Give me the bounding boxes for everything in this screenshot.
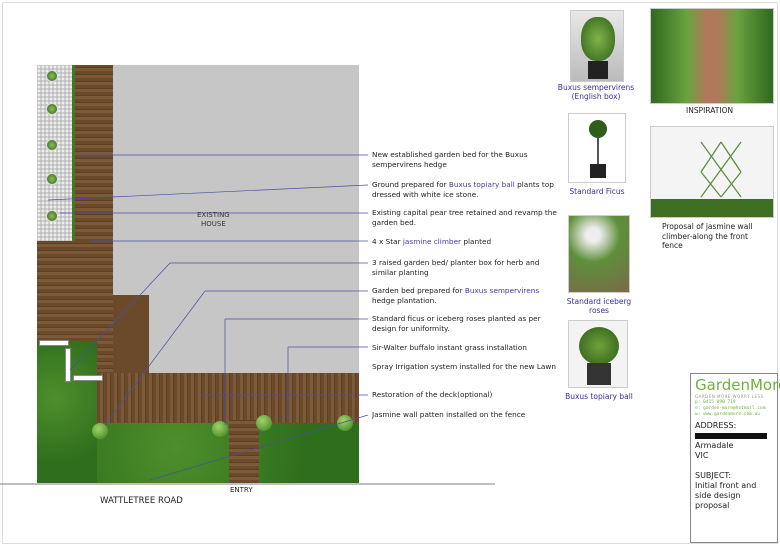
front-deck-left (37, 241, 115, 341)
planter-box (65, 348, 71, 382)
front-deck (97, 373, 359, 423)
note-item: Sir-Walter buffalo instant grass install… (372, 343, 562, 353)
note-text: New established garden bed for the Buxus… (372, 150, 528, 169)
standard-plant-icon (256, 415, 272, 431)
note-text: hedge plantation. (372, 295, 437, 305)
iceberg-roses-photo (568, 215, 630, 293)
standard-ficus-photo (568, 113, 626, 183)
title-block: GardenMore GARDEN MORE WORRY LESS p: 041… (690, 373, 780, 543)
inspiration-garden-photo (650, 8, 774, 104)
state: VIC (695, 451, 709, 460)
buxus-sempervirens-photo (570, 10, 624, 82)
note-text: Restoration of the deck(optional) (372, 390, 493, 399)
note-text: Buxus sempervirens (464, 286, 540, 295)
inspiration-caption: Proposal of jasmine wall climber-along t… (662, 222, 753, 250)
entry-label: ENTRY (230, 486, 253, 494)
entry-path (229, 420, 259, 483)
inspiration-title: INSPIRATION (686, 106, 734, 115)
note-text: 3 raised garden bed/ planter box for her… (372, 258, 540, 277)
brand-logo: GardenMore (695, 376, 780, 394)
existing-house (113, 65, 359, 373)
buxus-ball-icon (46, 173, 58, 185)
house-notch (113, 295, 149, 375)
note-item: 3 raised garden bed/ planter box for her… (372, 258, 562, 277)
standard-plant-icon (337, 415, 353, 431)
note-text: planted (461, 237, 492, 246)
buxus-ball-icon (46, 103, 58, 115)
note-text: Garden bed prepared for (372, 286, 465, 295)
phone: p: 0415 090 719 (695, 400, 736, 405)
note-item: Existing capital pear tree retained and … (372, 208, 562, 227)
note-item: New established garden bed for the Buxus… (372, 150, 562, 169)
note-text: Jasmine wall patten installed on the fen… (372, 410, 526, 419)
note-item: Ground prepared for Buxus topiary ball p… (372, 180, 562, 199)
note-text: Buxus topiary ball (448, 180, 515, 189)
suburb: Armadale (695, 441, 734, 450)
note-text: 4 x Star (372, 237, 403, 246)
note-item: Garden bed prepared for Buxus sempervire… (372, 286, 562, 305)
brand-tagline: GARDEN MORE WORRY LESS (695, 394, 764, 399)
email: e: garden-more@hotmail.com (695, 406, 766, 411)
address-label: ADDRESS: (695, 421, 737, 430)
note-text: Spray Irrigation system installed for th… (372, 362, 556, 371)
note-text: Sir-Walter buffalo instant grass install… (372, 343, 527, 352)
planter-box (39, 340, 69, 346)
lawn-front (97, 423, 359, 483)
house-label: EXISTING HOUSE (197, 211, 230, 228)
standard-plant-icon (92, 423, 108, 439)
subject: Initial front and side design proposal (695, 481, 757, 510)
note-item: Spray Irrigation system installed for th… (372, 362, 562, 372)
note-text: jasmine climber (402, 237, 462, 246)
jasmine-wall-photo (650, 126, 774, 218)
note-item: 4 x Star jasmine climber planted (372, 237, 562, 247)
note-text: Standard ficus or iceberg roses planted … (372, 314, 541, 333)
planter-box (73, 375, 103, 381)
buxus-topiary-ball-photo (568, 320, 628, 388)
note-text: plants top dressed with white ice stone. (372, 180, 554, 199)
note-item: Standard ficus or iceberg roses planted … (372, 314, 562, 333)
standard-plant-icon (212, 421, 228, 437)
subject-label: SUBJECT: (695, 471, 732, 480)
note-text: Ground prepared for (372, 180, 449, 189)
redacted-street (695, 433, 767, 439)
buxus-ball-icon (46, 210, 58, 222)
note-text: Existing capital pear tree retained and … (372, 208, 557, 227)
plant-caption: Standard iceberg roses (566, 297, 632, 315)
website: w: www.gardenmore.com.au (695, 412, 761, 417)
buxus-ball-icon (46, 139, 58, 151)
note-item: Restoration of the deck(optional) (372, 390, 562, 400)
plant-caption: Standard Ficus (569, 187, 625, 196)
site-plan: EXISTING HOUSE (37, 65, 359, 483)
plant-caption: Buxus topiary ball (565, 392, 633, 401)
road-label: WATTLETREE ROAD (100, 496, 183, 506)
buxus-ball-icon (46, 70, 58, 82)
note-item: Jasmine wall patten installed on the fen… (372, 410, 562, 420)
plant-caption: Buxus sempervirens (English box) (557, 83, 635, 101)
